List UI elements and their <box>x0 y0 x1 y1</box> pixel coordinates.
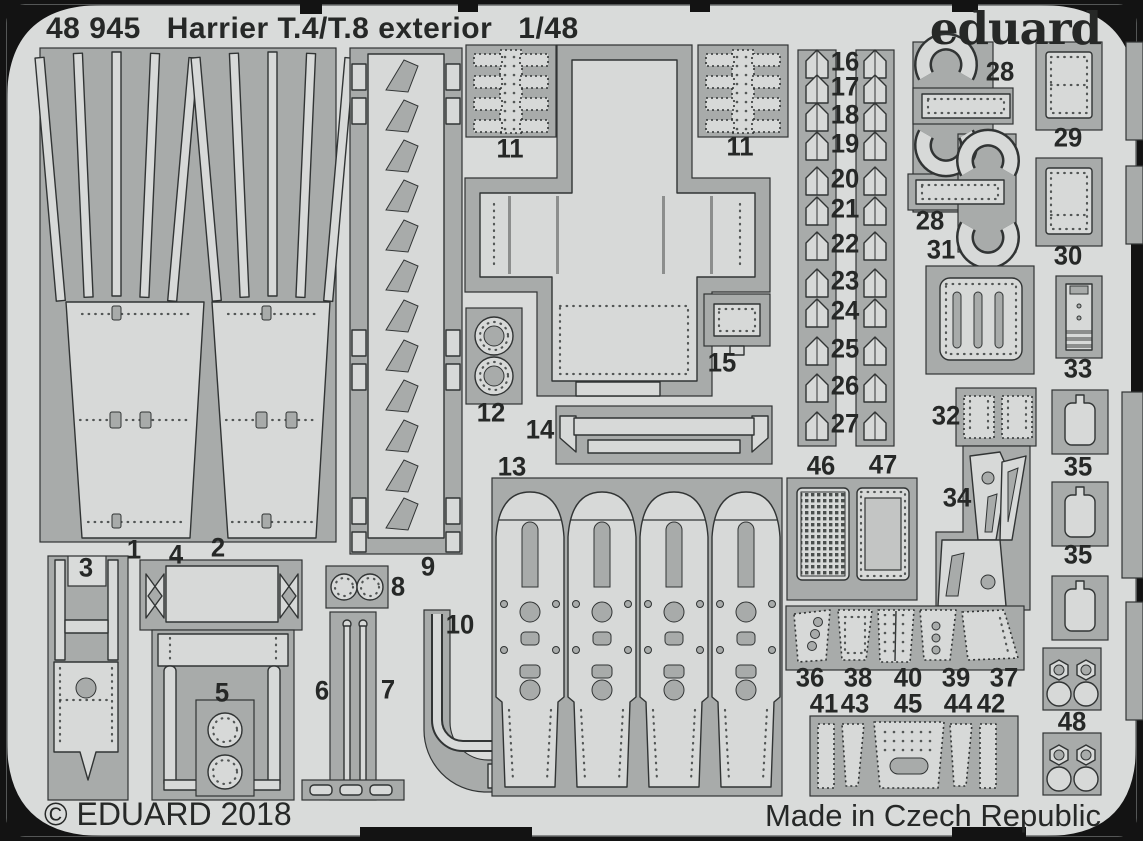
copyright-text: © EDUARD 2018 <box>44 796 292 832</box>
pe-cluster-center-panel <box>464 44 771 397</box>
catalog-number: 48 945 <box>46 12 141 45</box>
part-number-label: 26 <box>830 370 860 401</box>
part-number-label: 37 <box>989 662 1019 693</box>
sheet-scale: 1/48 <box>518 12 579 45</box>
part-number-label: 28 <box>915 205 945 236</box>
part-number-label: 42 <box>976 688 1006 719</box>
part-number-label: 11 <box>496 133 524 164</box>
brand-logo: eduard <box>929 2 1102 55</box>
part-number-label: 8 <box>390 571 406 602</box>
part-number-label: 28 <box>985 56 1015 87</box>
part-number-label: 33 <box>1063 353 1093 384</box>
part-number-label: 10 <box>445 609 475 640</box>
part-number-label: 16 <box>830 46 860 77</box>
part-number-label: 11 <box>726 131 754 162</box>
part-number-label: 30 <box>1053 240 1083 271</box>
part-number-label: 32 <box>931 400 961 431</box>
pe-cluster-part-14 <box>555 405 773 465</box>
pe-cluster-parts-4-5 <box>139 559 303 801</box>
pe-cluster-part-13 <box>491 477 783 797</box>
part-number-label: 22 <box>830 228 860 259</box>
sheet-title: Harrier T.4/T.8 exterior <box>166 12 493 45</box>
pe-cluster-parts-16-27 <box>797 49 895 447</box>
part-number-label: 1 <box>126 534 142 565</box>
part-number-label: 5 <box>214 677 230 708</box>
pe-cluster-part-12 <box>465 307 523 405</box>
part-number-label: 9 <box>420 551 436 582</box>
pe-cluster-parts-6-7 <box>301 611 405 801</box>
part-number-label: 35 <box>1063 539 1093 570</box>
part-number-label: 15 <box>707 347 737 378</box>
pe-edge-fragments <box>1121 41 1143 721</box>
pe-cluster-part-35-b <box>1051 481 1109 547</box>
pe-cluster-part-32 <box>955 387 1037 447</box>
pe-cluster-part-29 <box>1035 41 1103 131</box>
part-number-label: 40 <box>893 662 923 693</box>
part-number-label: 13 <box>497 451 527 482</box>
part-number-label: 19 <box>830 128 860 159</box>
pe-cluster-part-3 <box>47 555 129 801</box>
part-number-label: 12 <box>476 397 506 428</box>
part-number-label: 31 <box>926 234 956 265</box>
pe-cluster-part-35-a <box>1051 389 1109 455</box>
part-number-label: 6 <box>314 675 330 706</box>
part-number-label: 3 <box>78 552 94 583</box>
part-number-label: 41 <box>809 688 839 719</box>
part-number-label: 29 <box>1053 122 1083 153</box>
pe-cluster-part-9 <box>349 47 463 555</box>
part-number-label: 48 <box>1057 706 1087 737</box>
part-number-label: 21 <box>830 193 860 224</box>
part-number-label: 17 <box>830 71 860 102</box>
made-in-text: Made in Czech Republic <box>764 798 1101 833</box>
pe-cluster-part-35-c <box>1051 575 1109 641</box>
pe-cluster-parts-41-45 <box>809 715 1019 797</box>
pe-cluster-part-11-left <box>465 44 557 138</box>
part-number-label: 44 <box>943 688 973 719</box>
pe-cluster-part-11-right <box>697 44 789 138</box>
part-number-label: 7 <box>380 674 396 705</box>
pe-cluster-parts-46-47 <box>786 477 918 601</box>
part-number-label: 46 <box>806 450 836 481</box>
pe-cluster-part-30 <box>1035 157 1103 247</box>
part-number-label: 43 <box>840 688 870 719</box>
pe-cluster-part-48-b <box>1042 732 1102 796</box>
part-number-label: 24 <box>830 295 860 326</box>
part-number-label: 36 <box>795 662 825 693</box>
part-number-label: 2 <box>210 532 226 563</box>
part-number-label: 20 <box>830 163 860 194</box>
part-number-label: 14 <box>525 414 555 445</box>
pe-cluster-part-31 <box>925 265 1035 375</box>
part-number-label: 35 <box>1063 451 1093 482</box>
part-number-label: 25 <box>830 333 860 364</box>
pe-cluster-part-48-a <box>1042 647 1102 711</box>
vortex-blades <box>385 59 419 531</box>
part-number-label: 23 <box>830 265 860 296</box>
part-number-label: 4 <box>168 539 184 570</box>
pe-cluster-part-33 <box>1055 275 1103 359</box>
pe-cluster-parts-1-2-4 <box>34 47 355 543</box>
part-number-label: 45 <box>893 688 923 719</box>
part-number-label: 47 <box>868 449 898 480</box>
part-number-label: 27 <box>830 408 860 439</box>
sheet-header: 48 945 Harrier T.4/T.8 exterior 1/48 <box>46 12 605 46</box>
pe-cluster-parts-28 <box>907 42 1016 261</box>
part-number-label: 38 <box>843 662 873 693</box>
pe-cluster-part-8 <box>325 565 389 609</box>
part-number-label: 39 <box>941 662 971 693</box>
pe-cluster-parts-36-40 <box>785 605 1025 671</box>
part-number-label: 18 <box>830 99 860 130</box>
part-number-label: 34 <box>942 482 972 513</box>
